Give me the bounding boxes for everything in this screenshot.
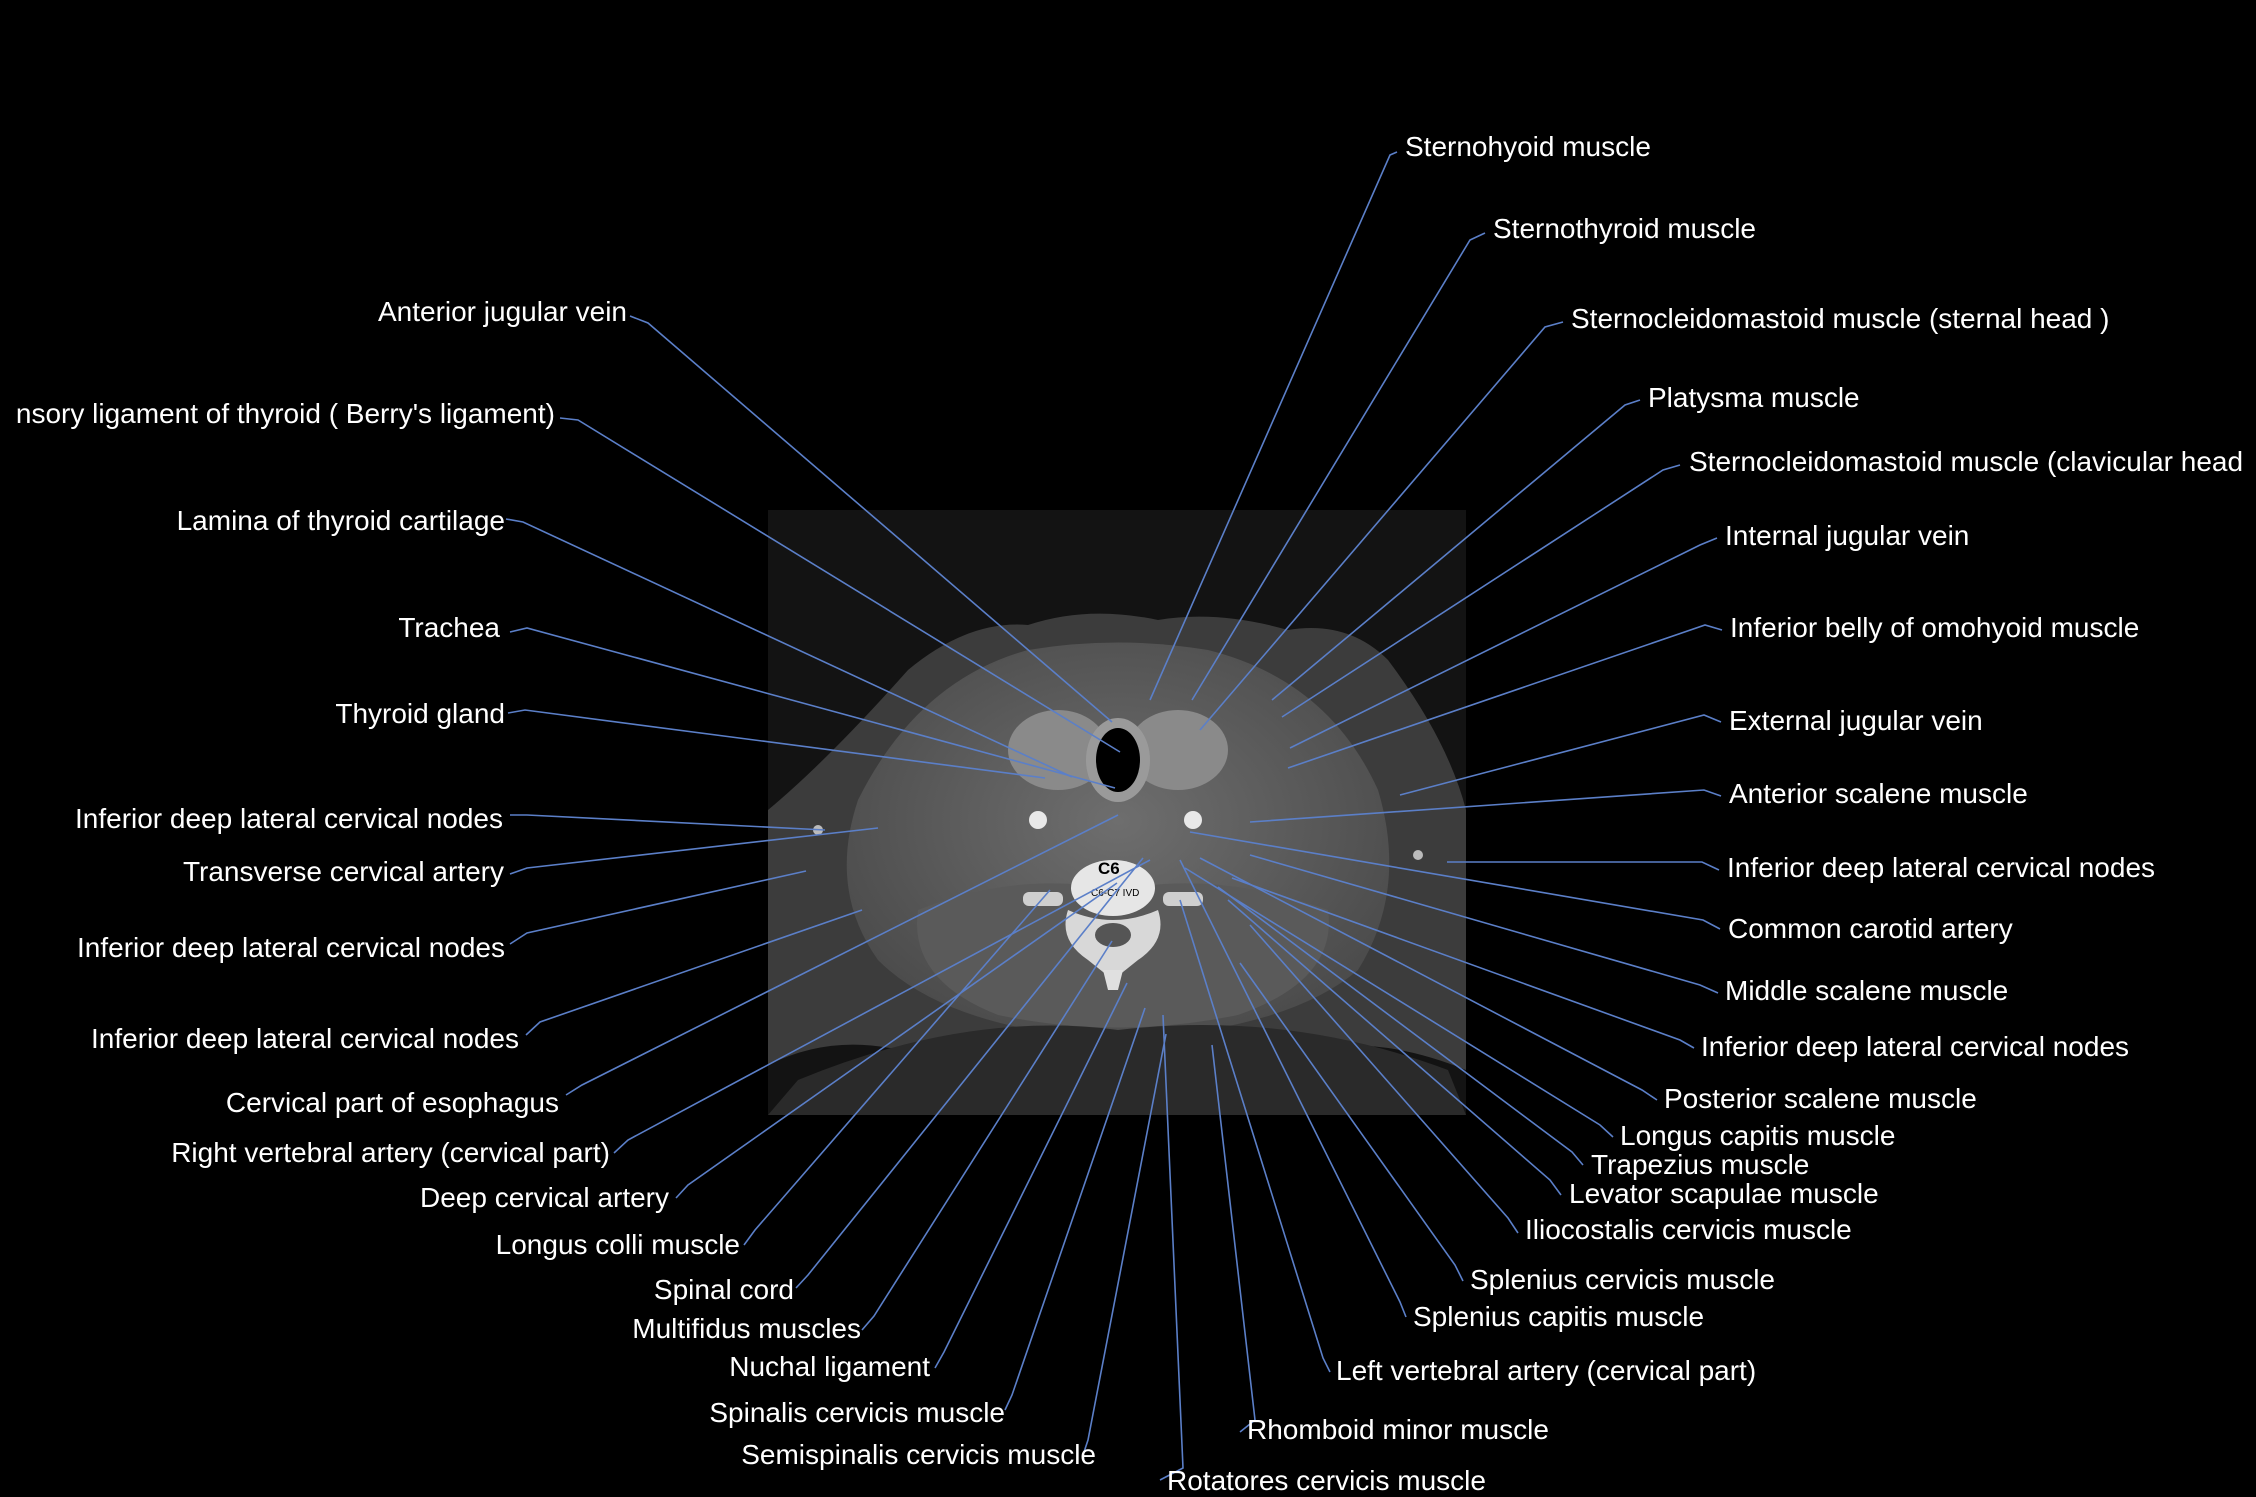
- label-nuchal-ligament: Nuchal ligament: [729, 1351, 930, 1382]
- leader-line-13: [743, 889, 1051, 1246]
- leader-line-15: [861, 940, 1113, 1331]
- label-multifidus: Multifidus muscles: [632, 1313, 861, 1344]
- label-longus-colli: Longus colli muscle: [495, 1229, 740, 1260]
- leader-line-23: [1281, 464, 1681, 718]
- leader-line-35: [1227, 899, 1562, 1196]
- label-splenius-capitis: Splenius capitis muscle: [1413, 1301, 1705, 1332]
- leader-line-34: [1217, 886, 1584, 1166]
- leader-line-22: [1271, 399, 1641, 701]
- label-anterior-scalene: Anterior scalene muscle: [1729, 778, 2028, 809]
- leader-line-1: [629, 315, 1113, 723]
- leader-line-12: [675, 882, 1118, 1199]
- label-inf-deep-nodes-r1: Inferior deep lateral cervical nodes: [1727, 852, 2156, 883]
- label-trapezius: Trapezius muscle: [1591, 1149, 1810, 1180]
- leader-line-11: [613, 859, 1151, 1154]
- label-rhomboid-minor: Rhomboid minor muscle: [1247, 1414, 1549, 1445]
- leader-line-2: [559, 417, 1121, 753]
- leader-line-39: [1179, 899, 1331, 1373]
- label-rotatores-cervicis: Rotatores cervicis muscle: [1167, 1465, 1486, 1496]
- label-inf-deep-nodes-r2: Inferior deep lateral cervical nodes: [1701, 1031, 2130, 1062]
- leader-line-3: [505, 518, 1073, 778]
- vertebra-level-label: C6: [1098, 859, 1120, 878]
- leader-line-18: [1082, 1033, 1167, 1456]
- leader-line-4: [509, 627, 1116, 789]
- label-inf-deep-nodes-2: Inferior deep lateral cervical nodes: [76, 932, 505, 963]
- leader-line-30: [1249, 854, 1719, 994]
- leader-line-31: [1231, 877, 1695, 1049]
- label-left-vertebral-artery: Left vertebral artery (cervical part): [1336, 1355, 1757, 1386]
- leader-line-21: [1199, 321, 1564, 731]
- label-middle-scalene: Middle scalene muscle: [1725, 975, 2009, 1006]
- leader-line-14: [795, 857, 1144, 1289]
- label-levator-scapulae: Levator scapulae muscle: [1569, 1178, 1879, 1209]
- label-posterior-scalene: Posterior scalene muscle: [1664, 1083, 1977, 1114]
- label-iliocostalis-cervicis: Iliocostalis cervicis muscle: [1525, 1214, 1852, 1245]
- leader-line-8: [509, 870, 807, 945]
- leader-line-9: [525, 909, 863, 1036]
- label-scm-sternal: Sternocleidomastoid muscle (sternal head…: [1571, 303, 2110, 334]
- leader-line-38: [1179, 859, 1407, 1318]
- leader-line-40: [1211, 1044, 1256, 1433]
- label-deep-cervical-artery: Deep cervical artery: [420, 1182, 669, 1213]
- label-cervical-esophagus: Cervical part of esophagus: [225, 1087, 559, 1118]
- ct-scan-image: C6 C6-C7 IVD: [768, 510, 1466, 1115]
- label-semispinalis-cervicis: Semispinalis cervicis muscle: [741, 1439, 1096, 1470]
- leader-line-5: [507, 709, 1046, 779]
- leader-line-27: [1249, 789, 1722, 823]
- leader-line-7: [509, 827, 879, 875]
- label-inf-deep-nodes-1: Inferior deep lateral cervical nodes: [74, 803, 503, 834]
- leader-line-41: [1159, 1014, 1184, 1481]
- leader-line-29: [1189, 831, 1721, 930]
- ct-slice-drawing: [768, 510, 1466, 1115]
- leader-line-17: [1004, 1007, 1146, 1411]
- leader-line-19: [1149, 151, 1398, 701]
- label-platysma: Platysma muscle: [1648, 382, 1860, 413]
- label-trachea: Trachea: [398, 612, 500, 643]
- label-thyroid-gland: Thyroid gland: [335, 698, 505, 729]
- label-transverse-cervical-artery: Transverse cervical artery: [182, 856, 504, 887]
- leader-line-24: [1289, 537, 1718, 749]
- label-longus-capitis: Longus capitis muscle: [1620, 1120, 1896, 1151]
- label-common-carotid: Common carotid artery: [1728, 913, 2013, 944]
- leader-line-10: [565, 814, 1119, 1096]
- label-spinal-cord: Spinal cord: [653, 1274, 794, 1305]
- leader-line-6: [510, 814, 826, 831]
- label-sternothyroid: Sternothyroid muscle: [1493, 213, 1757, 244]
- label-spinalis-cervicis: Spinalis cervicis muscle: [709, 1397, 1005, 1428]
- leader-line-32: [1199, 857, 1658, 1101]
- leader-line-33: [1184, 867, 1614, 1138]
- leader-line-16: [934, 982, 1128, 1369]
- label-internal-jugular: Internal jugular vein: [1725, 520, 1970, 551]
- leader-line-36: [1249, 924, 1519, 1234]
- leader-line-37: [1239, 962, 1464, 1282]
- leader-line-20: [1191, 232, 1486, 701]
- label-inf-deep-nodes-3: Inferior deep lateral cervical nodes: [90, 1023, 519, 1054]
- label-splenius-cervicis: Splenius cervicis muscle: [1470, 1264, 1775, 1295]
- label-anterior-jugular-vein: Anterior jugular vein: [377, 296, 627, 327]
- label-omohyoid: Inferior belly of omohyoid muscle: [1730, 612, 2140, 643]
- label-lamina-thyroid-cartilage: Lamina of thyroid cartilage: [176, 505, 505, 536]
- leader-line-26: [1399, 714, 1722, 796]
- label-scm-clavicular: Sternocleidomastoid muscle (clavicular h…: [1689, 446, 2244, 477]
- leader-line-28: [1447, 861, 1720, 871]
- leader-line-25: [1287, 624, 1723, 769]
- label-external-jugular: External jugular vein: [1729, 705, 1983, 736]
- label-right-vertebral-artery: Right vertebral artery (cervical part): [171, 1137, 610, 1168]
- label-sternohyoid: Sternohyoid muscle: [1405, 131, 1651, 162]
- label-berrys-ligament: nsory ligament of thyroid ( Berry's liga…: [15, 398, 555, 429]
